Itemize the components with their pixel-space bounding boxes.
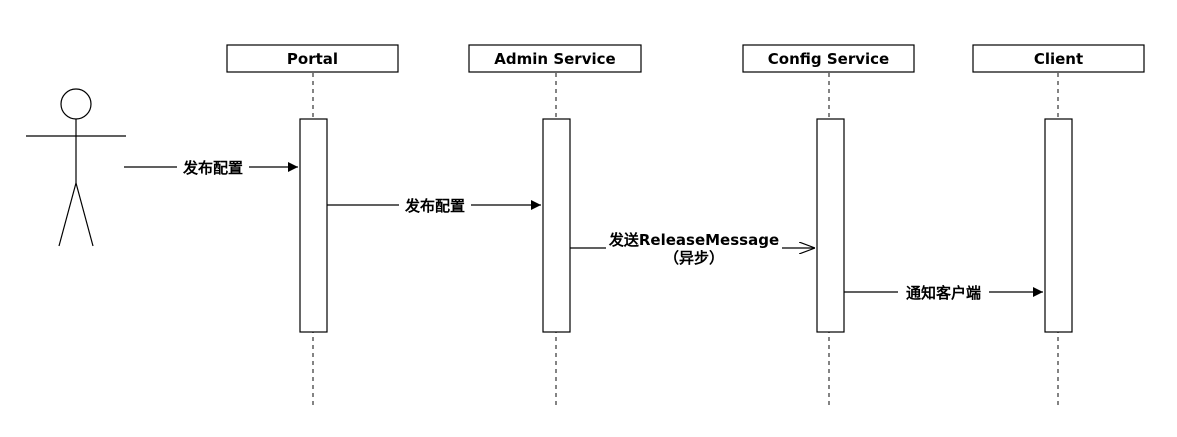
message-label: 发布配置 [404, 197, 465, 215]
actor-left-leg [58, 182, 77, 247]
message-notify-client: 通知客户端 [844, 282, 1043, 302]
participant-label: Admin Service [494, 50, 615, 68]
message-label: 发布配置 [182, 159, 243, 177]
activation-portal [299, 118, 328, 333]
message-publish-config-2: 发布配置 [327, 195, 541, 215]
message-send-release-message: 发送ReleaseMessage （异步） [570, 229, 815, 267]
actor-right-leg [75, 182, 94, 247]
message-label: 通知客户端 [906, 284, 981, 302]
message-label: 发送ReleaseMessage [608, 231, 779, 249]
participant-label: Config Service [768, 50, 889, 68]
activation-client [1044, 118, 1073, 333]
message-label-async: （异步） [664, 249, 724, 267]
participant-label: Client [1034, 50, 1083, 68]
message-publish-config-1: 发布配置 [124, 157, 298, 177]
activation-admin-service [542, 118, 571, 333]
actor-user-icon [26, 88, 126, 247]
actor-head [60, 88, 92, 120]
participant-portal: Portal [226, 44, 399, 73]
participant-client: Client [972, 44, 1145, 73]
activation-config-service [816, 118, 845, 333]
participant-config-service: Config Service [742, 44, 915, 73]
participant-label: Portal [287, 50, 338, 68]
participant-admin-service: Admin Service [468, 44, 642, 73]
